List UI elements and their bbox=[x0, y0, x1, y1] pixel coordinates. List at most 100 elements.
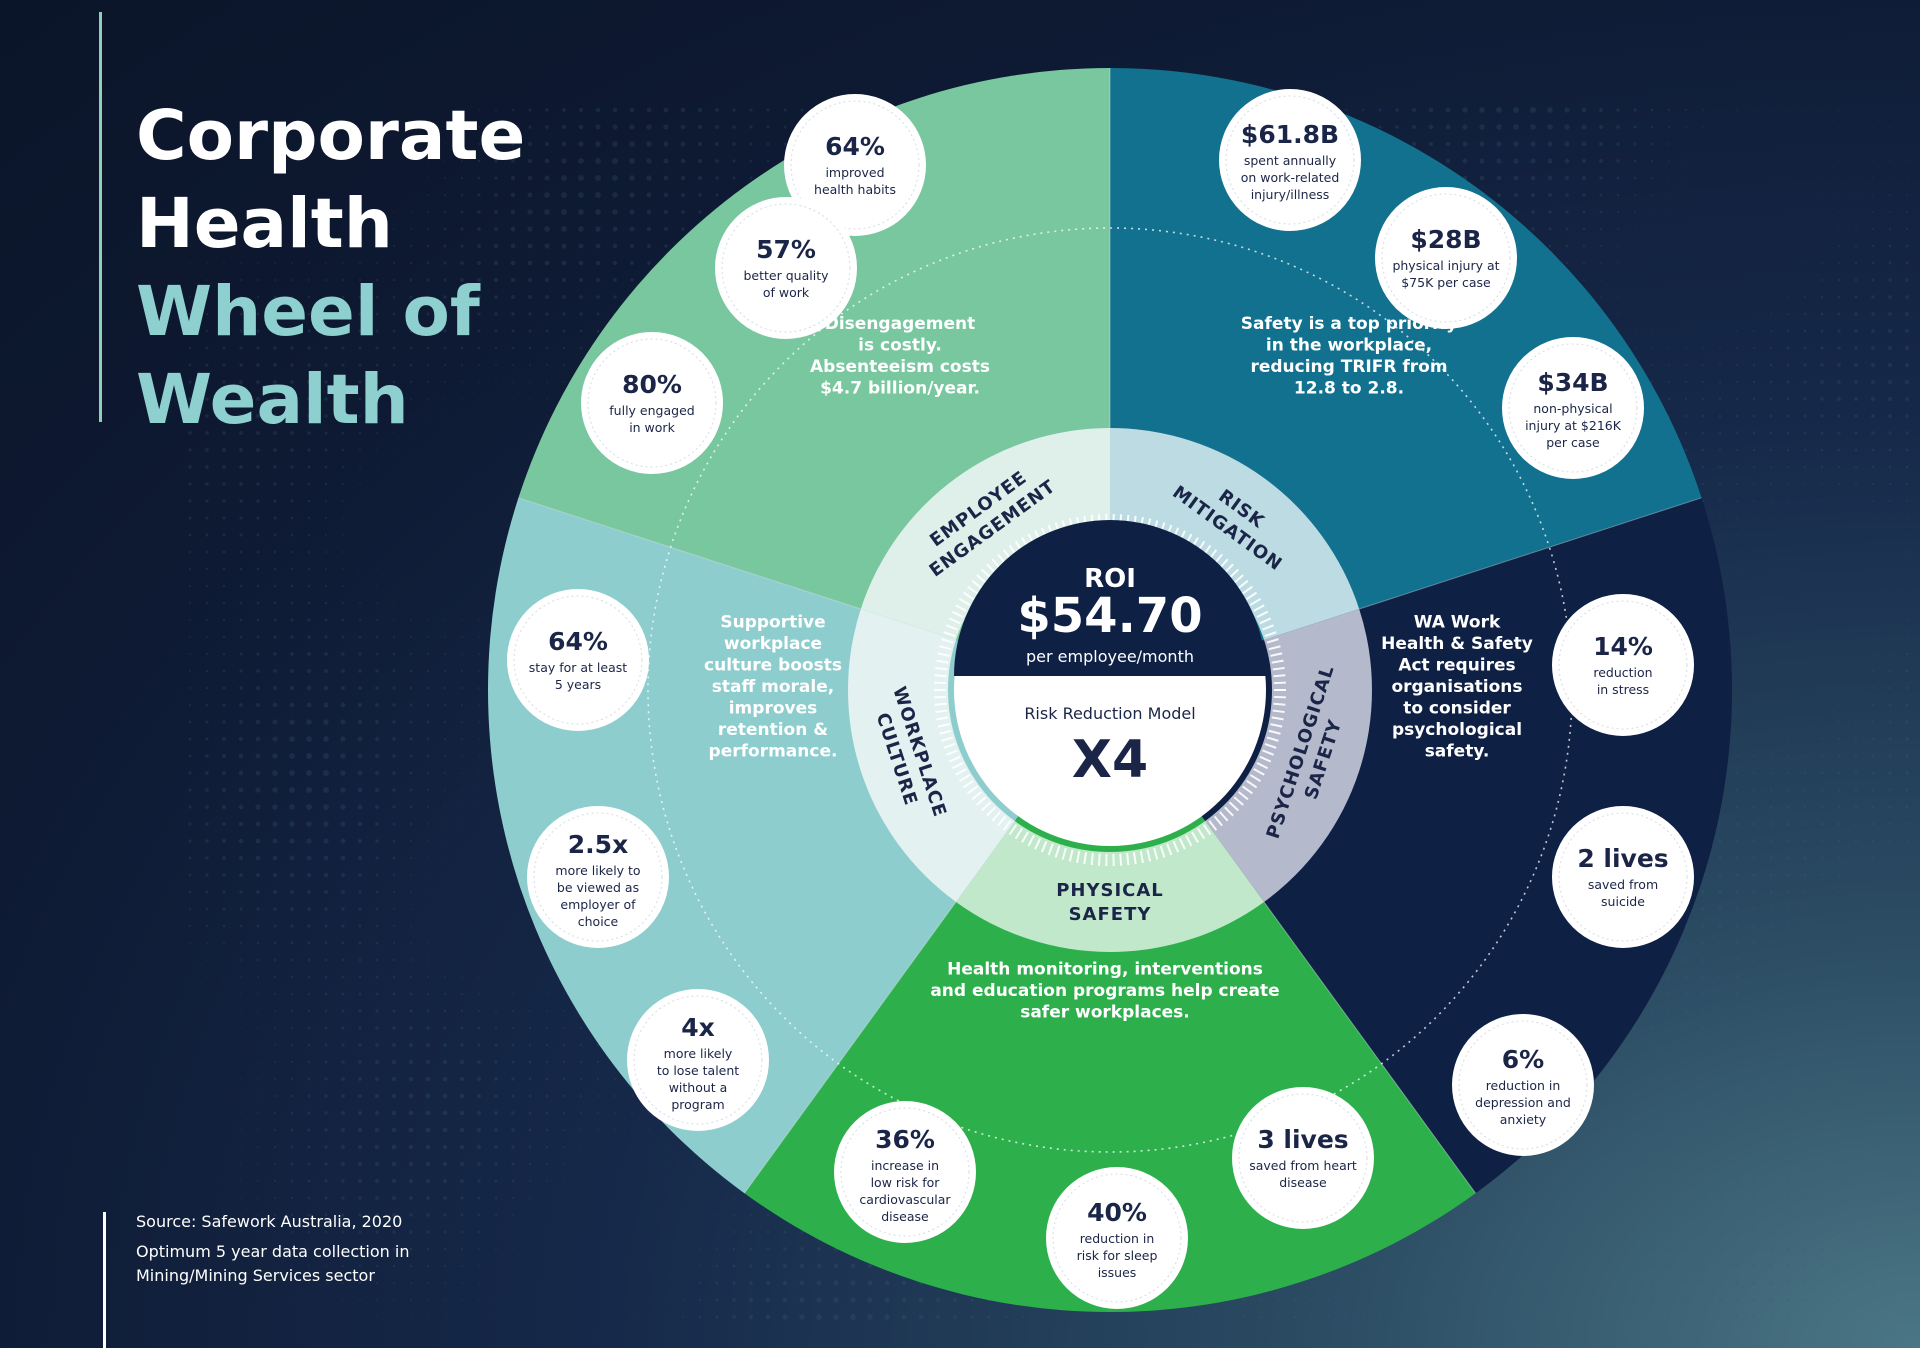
svg-text:is costly.: is costly. bbox=[858, 335, 942, 355]
stat-caption: anxiety bbox=[1500, 1112, 1547, 1127]
stat-caption: injury at $216K bbox=[1525, 418, 1622, 433]
svg-text:organisations: organisations bbox=[1391, 677, 1522, 697]
stat-value: 64% bbox=[825, 132, 885, 161]
stat-caption: reduction bbox=[1593, 665, 1652, 680]
svg-text:Disengagement: Disengagement bbox=[825, 314, 976, 334]
ring-risk-mitigation bbox=[1110, 428, 1360, 640]
stat-value: 40% bbox=[1087, 1198, 1147, 1227]
stat-value: 6% bbox=[1502, 1045, 1544, 1074]
svg-text:$4.7 billion/year.: $4.7 billion/year. bbox=[820, 378, 980, 398]
stat-caption: disease bbox=[1279, 1175, 1327, 1190]
svg-text:SAFETY: SAFETY bbox=[1069, 904, 1152, 925]
stat-caption: be viewed as bbox=[557, 880, 639, 895]
stat-caption: issues bbox=[1098, 1265, 1137, 1280]
stat-circle: 64% improved health habits bbox=[784, 94, 926, 236]
stat-caption: reduction in bbox=[1080, 1231, 1155, 1246]
stat-value: 3 lives bbox=[1257, 1125, 1348, 1154]
svg-text:staff morale,: staff morale, bbox=[712, 677, 834, 697]
ring-physical-safety bbox=[956, 821, 1264, 952]
title-line-4: Wealth bbox=[136, 360, 409, 440]
model-label: Risk Reduction Model bbox=[1024, 704, 1195, 723]
stat-circle: 3 lives saved from heart disease bbox=[1232, 1087, 1374, 1229]
title-line-3: Wheel of bbox=[136, 272, 480, 352]
stat-caption: in stress bbox=[1597, 682, 1649, 697]
svg-text:PHYSICAL: PHYSICAL bbox=[1056, 880, 1164, 901]
stat-caption: saved from heart bbox=[1249, 1158, 1357, 1173]
stat-caption: improved bbox=[825, 165, 884, 180]
stat-caption: health habits bbox=[814, 182, 896, 197]
stat-caption: suicide bbox=[1601, 894, 1645, 909]
stat-caption: program bbox=[671, 1097, 724, 1112]
stat-caption: to lose talent bbox=[657, 1063, 739, 1078]
page-title: Corporate Health Wheel of Wealth bbox=[136, 92, 525, 444]
svg-text:Health monitoring, interventio: Health monitoring, interventions bbox=[947, 960, 1263, 980]
svg-text:performance.: performance. bbox=[709, 742, 838, 762]
svg-text:in the workplace,: in the workplace, bbox=[1266, 335, 1432, 355]
source-accent-line bbox=[103, 1212, 106, 1348]
svg-text:improves: improves bbox=[729, 699, 818, 719]
stat-circle: 36% increase in low risk for cardiovascular… bbox=[834, 1101, 976, 1243]
stat-caption: cardiovascular bbox=[859, 1192, 951, 1207]
stat-caption: per case bbox=[1546, 435, 1600, 450]
background-dots bbox=[188, 107, 1910, 1320]
stat-value: 36% bbox=[875, 1125, 935, 1154]
ring-workplace-culture bbox=[847, 609, 1015, 902]
stat-caption: increase in bbox=[871, 1158, 939, 1173]
svg-text:and education programs help cr: and education programs help create bbox=[930, 981, 1279, 1001]
stat-caption: without a bbox=[669, 1080, 728, 1095]
svg-text:retention &: retention & bbox=[718, 720, 828, 740]
stat-caption: depression and bbox=[1475, 1095, 1571, 1110]
stat-caption: fully engaged bbox=[609, 403, 694, 418]
stat-caption: employer of bbox=[560, 897, 636, 912]
ring-psychological-safety bbox=[1205, 609, 1372, 902]
ring-employee-engagement bbox=[860, 428, 1110, 640]
svg-text:to consider: to consider bbox=[1403, 699, 1511, 719]
stat-caption: more likely bbox=[664, 1046, 733, 1061]
svg-text:workplace: workplace bbox=[724, 634, 822, 654]
stat-caption: non-physical bbox=[1533, 401, 1612, 416]
stat-caption: in work bbox=[629, 420, 675, 435]
stat-caption: $75K per case bbox=[1401, 275, 1491, 290]
svg-text:safety.: safety. bbox=[1425, 742, 1490, 762]
stat-caption: more likely to bbox=[555, 863, 640, 878]
title-line-1: Corporate bbox=[136, 96, 526, 176]
svg-text:culture boosts: culture boosts bbox=[704, 656, 842, 676]
svg-text:Act requires: Act requires bbox=[1398, 656, 1515, 676]
stat-caption: on work-related bbox=[1241, 170, 1340, 185]
roi-unit: per employee/month bbox=[1026, 647, 1194, 666]
pillar-label-physical-safety: PHYSICAL SAFETY bbox=[1056, 880, 1164, 925]
roi-label: ROI bbox=[1084, 564, 1136, 594]
stat-caption: stay for at least bbox=[529, 660, 627, 675]
stat-caption: injury/illness bbox=[1251, 187, 1330, 202]
model-value: X4 bbox=[1072, 730, 1148, 790]
roi-value: $54.70 bbox=[1017, 588, 1202, 644]
stat-caption: 5 years bbox=[555, 677, 601, 692]
stat-caption: of work bbox=[763, 285, 810, 300]
svg-text:psychological: psychological bbox=[1392, 720, 1522, 740]
stat-caption: better quality bbox=[744, 268, 830, 283]
svg-text:Supportive: Supportive bbox=[720, 613, 825, 633]
stat-caption: spent annually bbox=[1244, 153, 1337, 168]
stat-caption: disease bbox=[881, 1209, 929, 1224]
source-data-note: Optimum 5 year data collection in Mining… bbox=[136, 1242, 410, 1285]
stat-caption: low risk for bbox=[871, 1175, 941, 1190]
svg-text:WA Work: WA Work bbox=[1414, 613, 1501, 633]
source-note: Source: Safework Australia, 2020 Optimum… bbox=[136, 1210, 436, 1294]
stat-value: $28B bbox=[1410, 225, 1481, 254]
stat-circle: 2.5x more likely to be viewed as employer o… bbox=[527, 806, 669, 948]
stat-value: 2.5x bbox=[568, 830, 628, 859]
svg-text:Health & Safety: Health & Safety bbox=[1381, 634, 1533, 654]
